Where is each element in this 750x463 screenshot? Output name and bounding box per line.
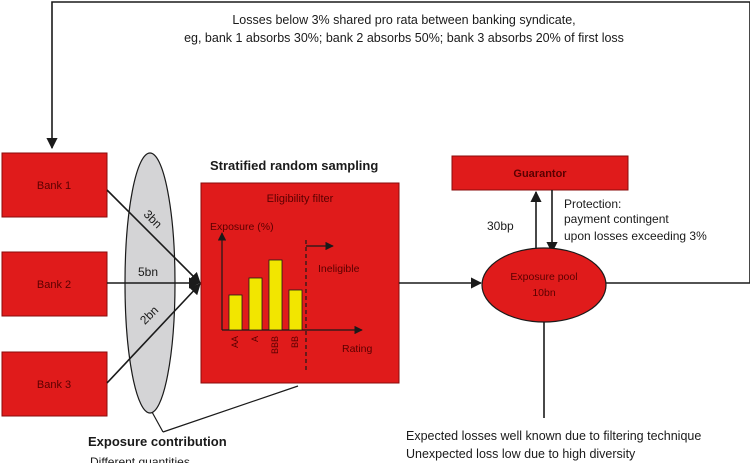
top-note-line1: Losses below 3% shared pro rata between … [232,13,575,27]
fee-label: 30bp [487,219,514,233]
protection-line2: payment contingent [564,212,669,226]
x-axis-label: Rating [342,343,373,355]
guarantor-box [451,155,629,191]
exposure-pool-line2: 10bn [532,287,556,299]
bottom-note-line2: Unexpected loss low due to high diversit… [406,447,636,461]
contribution-pointer-right [162,385,299,433]
y-axis-label: Exposure (%) [210,221,274,233]
top-note-line2: eg, bank 1 absorbs 30%; bank 2 absorbs 5… [184,31,624,45]
exposure-pool-ellipse [481,247,607,323]
bottom-note-line1: Expected losses well known due to filter… [406,429,701,443]
eligibility-filter-label: Eligibility filter [267,193,334,205]
rating-bars [228,259,303,331]
bar-aa [228,294,243,331]
bank-1-flow-arrow [106,189,201,284]
bank-1-label: Bank 1 [37,180,71,192]
bank-2-label: Bank 2 [37,279,71,291]
sampling-title: Stratified random sampling [210,158,378,173]
bank-3-box [1,351,108,417]
protection-line3: upon losses exceeding 3% [564,229,707,243]
ineligible-label: Ineligible [318,263,360,275]
bank-2-flow-label: 5bn [138,265,158,279]
contribution-subtitle: Different quantities [90,455,190,463]
bar-bb [288,289,303,331]
contribution-pointer-left [151,411,164,433]
tick-label-bb: BB [290,336,300,348]
tick-label-bbb: BBB [270,336,280,354]
bank-2-box [1,251,108,317]
bank-3-label: Bank 3 [37,379,71,391]
bank-3-flow-arrow [106,283,201,384]
guarantor-label: Guarantor [513,168,567,180]
bar-bbb [268,259,283,331]
eligibility-filter-box [200,182,400,384]
protection-line1: Protection: [564,197,621,211]
tick-label-a: A [250,336,260,342]
contribution-title: Exposure contribution [88,434,227,449]
bar-a [248,277,263,331]
tick-label-aa: AA [230,336,240,348]
bank-1-box [1,152,108,218]
loss-sharing-loop [46,1,750,284]
exposure-pool-line1: Exposure pool [510,271,577,283]
